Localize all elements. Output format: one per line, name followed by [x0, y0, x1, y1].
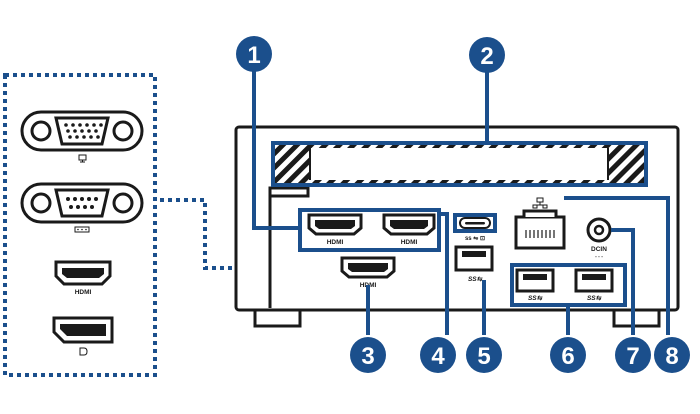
displayport-port [52, 316, 114, 356]
svg-text:6: 6 [561, 343, 574, 370]
serial-port-icon [74, 226, 90, 233]
svg-text:7: 7 [626, 343, 639, 370]
vga-port [20, 110, 144, 163]
svg-text:4: 4 [431, 343, 445, 370]
displayport-icon [79, 347, 88, 356]
network-icon [532, 197, 548, 209]
callout-1: 1 [236, 36, 272, 72]
optional-hdmi-port: HDMI [54, 260, 112, 296]
optional-ports-panel [3, 73, 157, 377]
svg-text:3: 3 [361, 343, 374, 370]
air-vent [271, 141, 648, 187]
usb-a-right-label: SS⇆ [587, 295, 603, 302]
callout-7: 7 [615, 337, 651, 373]
hdmi-2-label: HDMI [401, 239, 418, 246]
usb-a-mid-label: SS⇆ [528, 295, 544, 302]
dc-in-port: DCIN - - - [586, 217, 612, 260]
hdmi-port-1: HDMI [307, 213, 363, 246]
svg-text:2: 2 [480, 43, 493, 70]
monitor-icon [78, 154, 87, 163]
callout-leader-lines [252, 70, 670, 335]
svg-text:1: 1 [247, 42, 260, 69]
svg-text:5: 5 [477, 343, 490, 370]
usb-a-port-right: SS⇆ [574, 268, 614, 302]
hdmi-port-2: HDMI [382, 213, 436, 246]
dcin-symbol: - - - [595, 254, 603, 260]
callout-4: 4 [420, 337, 456, 373]
usb-a-left-label: SS⇆ [468, 276, 484, 283]
callout-5: 5 [466, 337, 502, 373]
usb-c-label: ss ⇋ ⊡ [465, 234, 485, 242]
lan-port [514, 197, 566, 250]
svg-text:8: 8 [665, 343, 678, 370]
dcin-label: DCIN [591, 246, 607, 253]
hdmi-1-label: HDMI [327, 239, 344, 246]
callout-8: 8 [654, 337, 690, 373]
callout-6: 6 [550, 337, 586, 373]
optional-hdmi-label: HDMI [75, 289, 92, 296]
callout-3: 3 [350, 337, 386, 373]
callout-2: 2 [469, 37, 505, 73]
usb-a-port-left: SS⇆ [454, 245, 494, 283]
usb-a-port-mid: SS⇆ [515, 268, 555, 302]
serial-port [20, 182, 144, 233]
usb-c-port: ss ⇋ ⊡ [453, 213, 497, 242]
